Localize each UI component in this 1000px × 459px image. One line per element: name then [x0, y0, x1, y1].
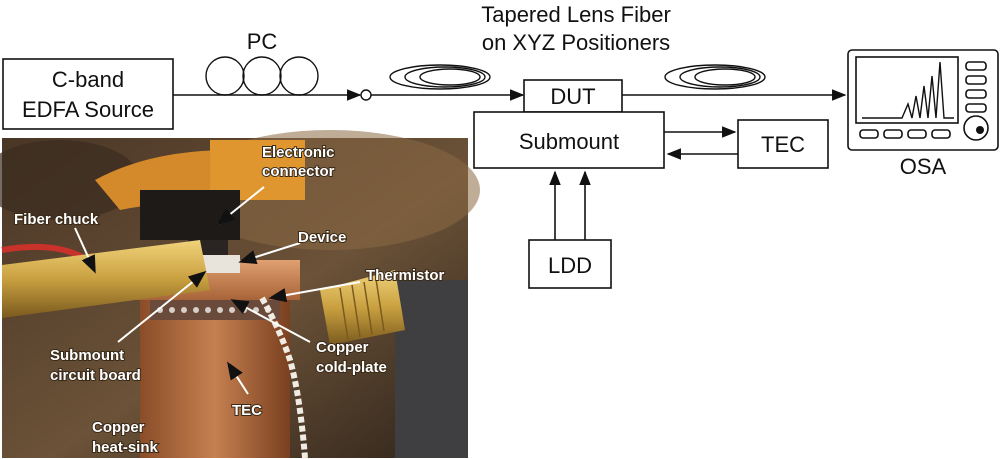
tec-label: TEC: [761, 132, 805, 157]
setup-photo: [0, 130, 480, 459]
polarization-controller-icon: [205, 56, 319, 96]
osa-label: OSA: [900, 154, 947, 179]
photo-label-cold-plate-2: cold-plate: [316, 359, 387, 376]
fiber-label-line2: on XYZ Positioners: [482, 30, 670, 55]
fiber-connector-icon: [360, 89, 372, 101]
photo-label-fiber-chuck: Fiber chuck: [14, 211, 99, 228]
photo-label-submount-1: Submount: [50, 347, 124, 364]
ldd-label: LDD: [548, 253, 592, 278]
dut-box: DUT: [523, 79, 623, 113]
photo-label-cold-plate-1: Copper: [316, 339, 369, 356]
photo-label-heat-sink-2: heat-sink: [92, 439, 159, 456]
photo-label-thermistor: Thermistor: [366, 267, 445, 284]
osa-instrument-icon: [847, 49, 999, 151]
photo-label-submount-2: circuit board: [50, 367, 141, 384]
edfa-source-box: C-band EDFA Source: [2, 58, 174, 130]
source-label-line2: EDFA Source: [22, 97, 154, 122]
pc-label: PC: [247, 29, 278, 54]
submount-label: Submount: [519, 129, 619, 154]
photo-label-connector-1: Electronic: [262, 144, 335, 161]
fiber-coil-icon-2: [664, 64, 766, 90]
fiber-coil-icon-1: [389, 64, 491, 90]
photo-label-tec: TEC: [232, 402, 262, 419]
photo-label-connector-2: connector: [262, 163, 335, 180]
fiber-label-line1: Tapered Lens Fiber: [481, 2, 671, 27]
source-label-line1: C-band: [52, 67, 124, 92]
ldd-box: LDD: [528, 239, 612, 289]
photo-label-heat-sink-1: Copper: [92, 419, 145, 436]
photo-label-device: Device: [298, 229, 346, 246]
photo-callouts: [74, 186, 361, 395]
tec-box: TEC: [737, 119, 829, 169]
dut-label: DUT: [550, 84, 595, 109]
submount-box: Submount: [473, 111, 665, 169]
